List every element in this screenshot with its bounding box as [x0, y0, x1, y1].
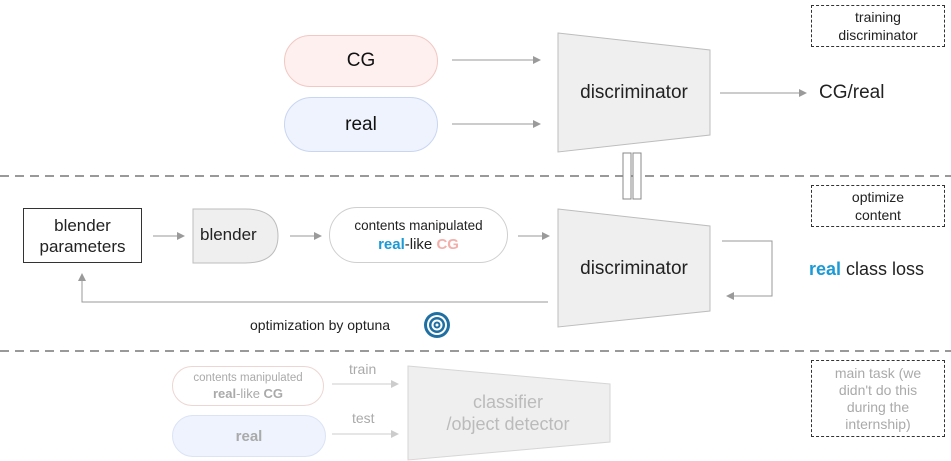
cg-pill: CG [284, 35, 438, 87]
arrow-loss-loop [722, 240, 773, 300]
output-label: CG/real [819, 82, 885, 103]
contents-real-word-faded: real [212, 386, 237, 401]
loss-real-word: real [809, 259, 842, 279]
contents-line2: real-like CG [378, 235, 459, 254]
contents-manipulated-pill-faded: contents manipulated real-like CG [172, 366, 324, 406]
tag-training-discriminator: training discriminator [811, 5, 945, 47]
contents-line1: contents manipulated [354, 218, 483, 233]
test-label: test [352, 410, 375, 426]
contents-line1-faded: contents manipulated [193, 372, 303, 384]
arrow-feedback-to-params [78, 273, 548, 303]
blender-shape [192, 208, 279, 264]
contents-like-word-faded: -like [236, 386, 264, 401]
real-pill: real [284, 97, 438, 152]
classifier-label: classifier /object detector [446, 392, 570, 434]
tag-optimize-content: optimize content [811, 185, 945, 227]
contents-cg-word: CG [436, 236, 459, 253]
blender-parameters-box: blender parameters [23, 208, 142, 263]
cg-label: CG [346, 50, 376, 71]
real-class-loss: real class loss [809, 259, 924, 280]
shared-weights-bar-right [632, 152, 642, 200]
tag-main-task: main task (we didn't do this during the … [811, 360, 945, 437]
classifier-trapezoid [407, 365, 611, 461]
train-label: train [349, 361, 377, 377]
real-label-faded: real [235, 427, 263, 445]
discriminator-trapezoid-1 [557, 32, 711, 153]
discriminator-label-2: discriminator [580, 258, 688, 279]
contents-cg-word-faded: CG [263, 386, 284, 401]
blender-label: blender [200, 225, 257, 244]
shared-weights-bar-left [622, 152, 632, 200]
optimization-label: optimization by optuna [250, 317, 391, 333]
discriminator-trapezoid-2 [557, 208, 711, 328]
contents-line2-faded: real-like CG [213, 386, 283, 402]
contents-manipulated-pill: contents manipulated real-like CG [329, 207, 508, 263]
contents-real-word: real [378, 236, 405, 253]
real-label: real [345, 113, 377, 135]
real-pill-faded: real [172, 415, 326, 457]
discriminator-label-1: discriminator [580, 82, 688, 103]
optuna-logo-icon [424, 312, 450, 338]
contents-like-word: -like [404, 236, 437, 253]
loss-rest-text: class loss [841, 259, 925, 279]
